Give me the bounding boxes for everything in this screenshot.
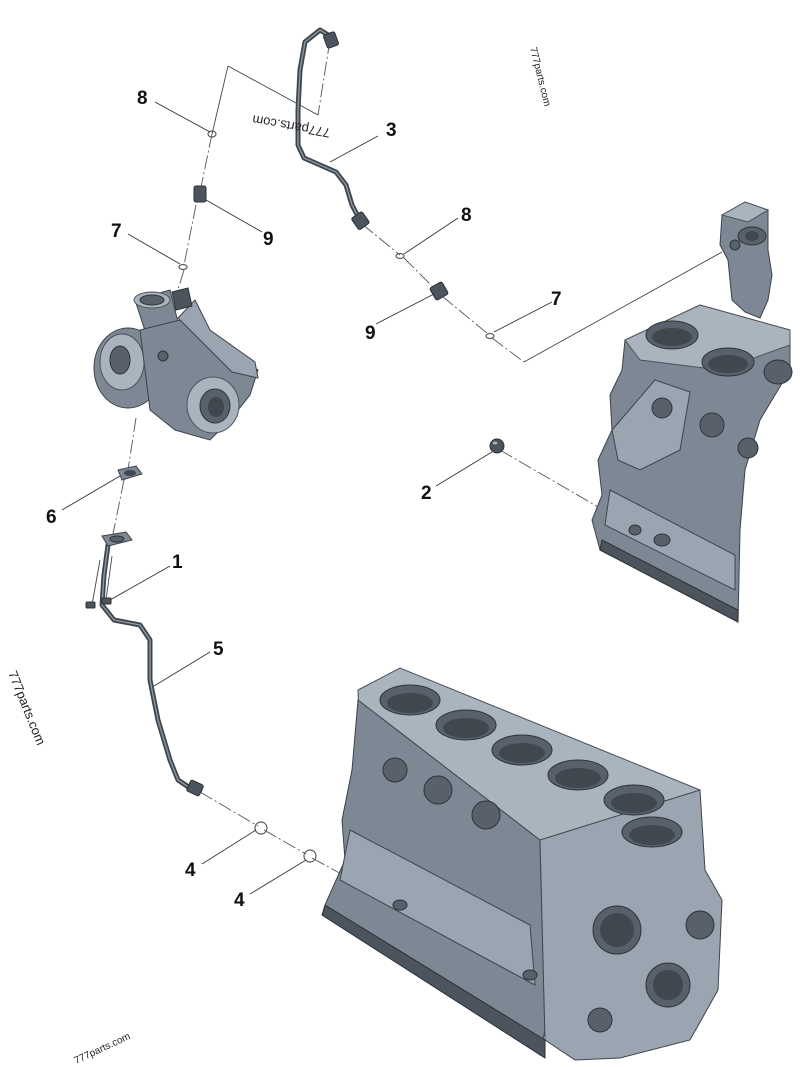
- leader-lines: [61, 101, 553, 895]
- watermark-left-side: 777parts.com: [5, 669, 48, 748]
- callout-9-upper: 9: [263, 229, 274, 250]
- oring-7-upper: [178, 263, 188, 271]
- callout-4-lower: 4: [234, 890, 245, 911]
- callout-8-lower: 8: [461, 205, 472, 226]
- oring-4-upper: [254, 821, 268, 835]
- turbocharger: [93, 287, 259, 441]
- oil-drain-tube: [99, 531, 204, 797]
- callout-7-upper: 7: [111, 221, 122, 242]
- fitting-9-upper: [193, 185, 207, 203]
- oring-7-lower: [485, 332, 495, 340]
- oil-supply-tube: [295, 27, 370, 230]
- engine-block-lower: [321, 667, 723, 1061]
- callout-7-lower: 7: [551, 289, 562, 310]
- callout-8-upper: 8: [137, 88, 148, 109]
- callout-1: 1: [172, 552, 183, 573]
- washer-8-lower: [395, 252, 405, 260]
- engine-block-upper: [591, 304, 793, 623]
- watermark-top-center: 777parts.com: [251, 112, 331, 140]
- oil-filter-head: [719, 201, 773, 319]
- small-parts: [85, 130, 505, 863]
- oring-4-lower: [303, 849, 317, 863]
- washer-8-upper: [207, 130, 217, 138]
- callouts: 8 3 9 7 8 7 9 2 6 1 5 4 4: [46, 88, 562, 911]
- callout-4-upper: 4: [185, 860, 196, 881]
- watermark-bottom-left: 777parts.com: [73, 1031, 133, 1067]
- callout-3: 3: [386, 120, 397, 141]
- fitting-9-lower: [429, 281, 449, 301]
- callout-2: 2: [421, 483, 432, 504]
- callout-9-lower: 9: [365, 323, 376, 344]
- callout-6: 6: [46, 507, 57, 528]
- watermark-top-right: 777parts.com: [527, 46, 552, 107]
- callout-5: 5: [213, 639, 224, 660]
